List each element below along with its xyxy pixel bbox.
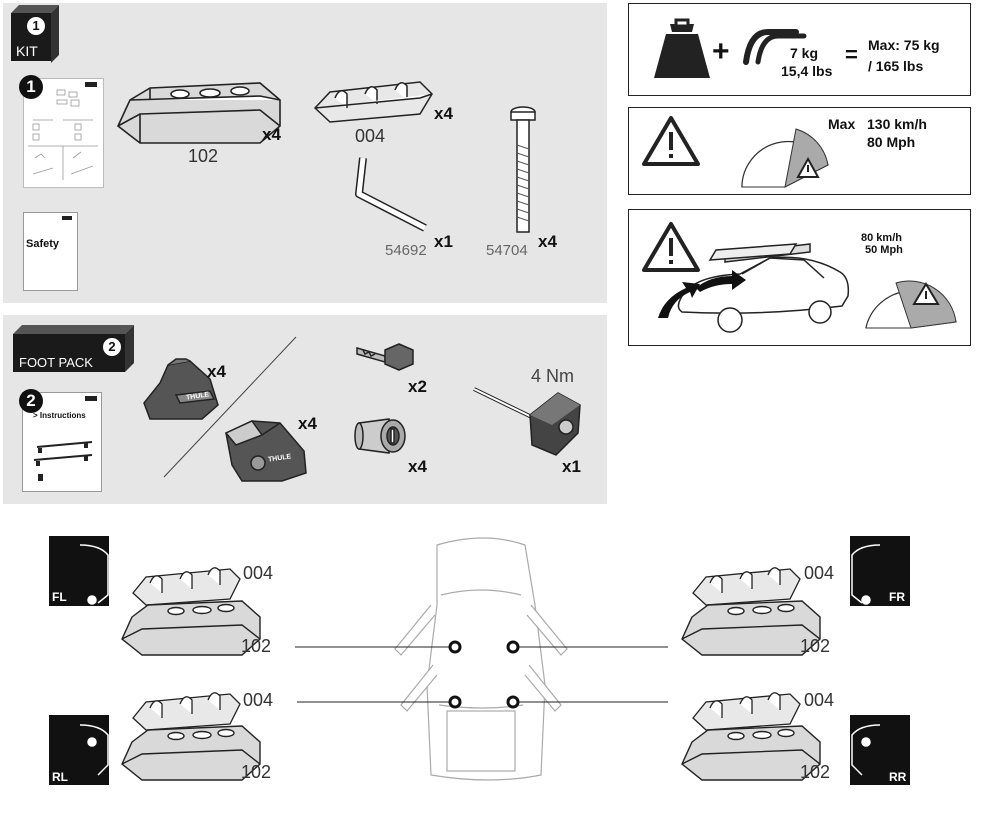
weight-icon (654, 18, 710, 78)
plus-sign: + (712, 35, 730, 68)
instructions-logo (85, 396, 97, 401)
max-load-line1: Max: 75 kg (868, 37, 940, 53)
torque-tool-qty: x1 (562, 457, 581, 476)
bracket-004-code: 004 (355, 126, 386, 146)
speed-mph: 80 Mph (867, 134, 916, 150)
kit-step-badge: 1 (19, 75, 43, 99)
fl-bracket-illustration (132, 567, 241, 606)
foot-pack-step-badge: 2 (19, 389, 43, 413)
fr-bracket-code: 004 (804, 563, 835, 583)
allen-key-icon (355, 157, 427, 232)
equals-sign: = (845, 42, 858, 67)
foot-102-illustration (117, 82, 281, 144)
rl-foot-illustration (121, 725, 261, 781)
lock-cylinder-icon (354, 418, 406, 454)
kit-title: KIT (16, 43, 38, 59)
position-rl-label: RL (52, 770, 68, 784)
speed-kmh: 130 km/h (867, 116, 927, 132)
safety-logo (62, 216, 72, 220)
bar-weight-kg: 7 kg (790, 45, 819, 61)
foot-a-qty: x4 (207, 362, 226, 381)
max-load-line2: / 165 lbs (868, 58, 924, 74)
bolt-icon (510, 106, 536, 233)
foot-b-illustration (224, 420, 307, 482)
foot-102-qty: x4 (262, 125, 281, 144)
kit-badge: 1 (27, 17, 45, 35)
bolt-code: 54704 (486, 242, 528, 259)
key-icon (356, 343, 414, 371)
position-tag-fr (850, 536, 910, 606)
kit-tag: 1 KIT (11, 13, 51, 61)
foot-pack-tag: FOOT PACK 2 (13, 334, 125, 372)
torque-tool-icon (473, 387, 581, 456)
fr-foot-illustration (681, 600, 821, 656)
fl-foot-code: 102 (241, 636, 272, 656)
position-fr-label: FR (889, 590, 905, 604)
foot-pack-title: FOOT PACK (19, 355, 93, 370)
rl-foot-code: 102 (241, 762, 272, 782)
position-rr-label: RR (889, 770, 907, 784)
bracket-004-illustration (313, 81, 433, 123)
booklet-illustrations (28, 82, 98, 180)
loaded-speed-kmh: 80 km/h (861, 232, 902, 244)
rl-bracket-code: 004 (243, 690, 274, 710)
fr-foot-code: 102 (800, 636, 831, 656)
speedometer-icon (741, 128, 829, 188)
rr-bracket-code: 004 (804, 690, 835, 710)
roof-bars-icon (743, 29, 807, 65)
bar-weight-lbs: 15,4 lbs (781, 63, 833, 79)
rr-bracket-illustration (692, 692, 801, 731)
loaded-speed-mph: 50 Mph (865, 244, 903, 256)
car-icon (658, 243, 850, 333)
lock-cylinder-qty: x4 (408, 457, 427, 476)
instructions-illustration (33, 441, 93, 481)
foot-pack-divider (163, 336, 297, 478)
rr-foot-illustration (681, 725, 821, 781)
fl-bracket-code: 004 (243, 563, 274, 583)
kit-tag-3d-edge (11, 5, 59, 63)
bracket-004-qty: x4 (434, 104, 453, 123)
safety-label: Safety (26, 238, 60, 250)
warning-icon (642, 116, 700, 166)
fl-foot-illustration (121, 600, 261, 656)
allen-key-qty: x1 (434, 232, 453, 251)
foot-pack-tag-3d-edge (13, 325, 134, 372)
rl-bracket-illustration (132, 692, 241, 731)
car-top-view-icon (394, 537, 568, 781)
foot-102-code: 102 (188, 146, 219, 166)
fr-bracket-illustration (692, 567, 801, 606)
position-fl-label: FL (52, 590, 67, 604)
warning-icon-loaded (642, 222, 700, 272)
speedometer-icon-loaded (865, 280, 957, 329)
bolt-qty: x4 (538, 232, 557, 251)
speed-max-label: Max (828, 116, 856, 132)
allen-key-code: 54692 (385, 242, 427, 259)
foot-pack-badge: 2 (103, 338, 121, 356)
rr-foot-code: 102 (800, 762, 831, 782)
key-qty: x2 (408, 377, 427, 396)
safety-booklet: Safety (23, 212, 78, 291)
torque-label: 4 Nm (531, 366, 575, 386)
foot-b-qty: x4 (298, 414, 317, 433)
instructions-label: > Instructions (33, 411, 86, 420)
foot-a-illustration (143, 358, 219, 420)
